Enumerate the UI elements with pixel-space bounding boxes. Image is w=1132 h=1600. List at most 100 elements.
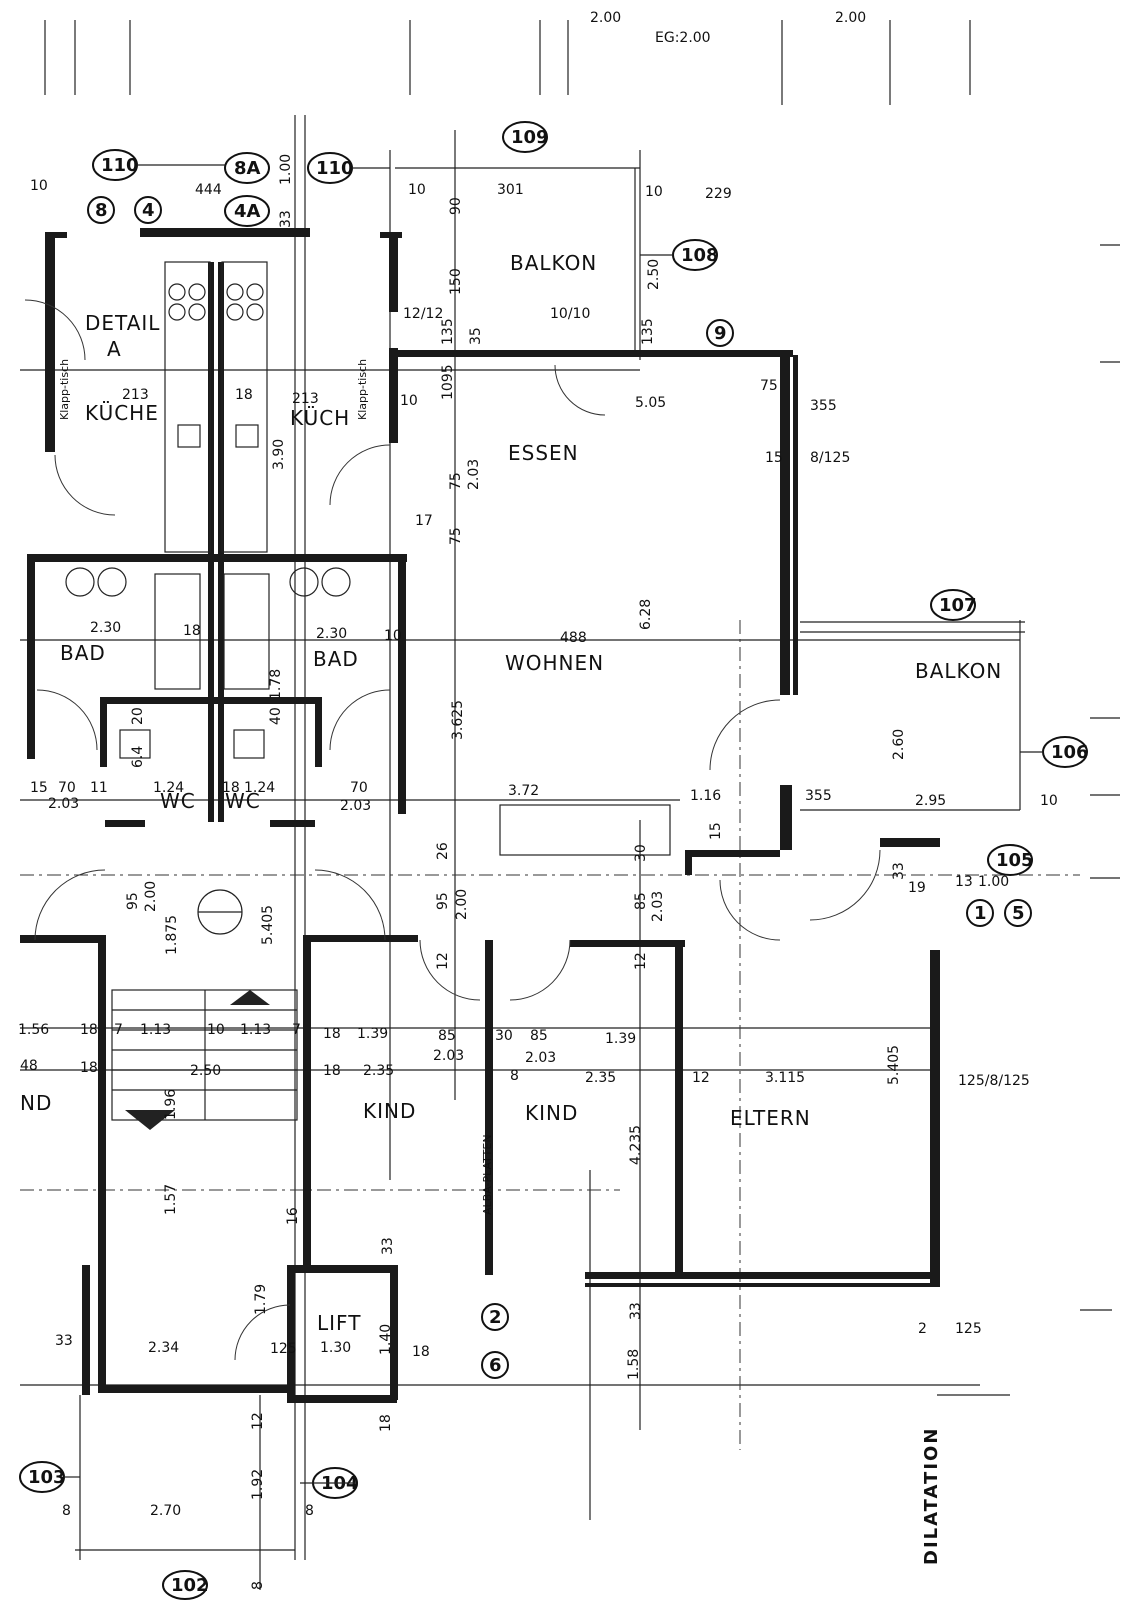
dim-text: 18 xyxy=(412,1344,430,1360)
dim-text: 2.03 xyxy=(48,796,79,812)
dim-text: 70 xyxy=(350,780,368,796)
dim-text: 8 xyxy=(510,1068,519,1084)
room-bad-right: BAD xyxy=(313,647,359,671)
dim-text: 85 xyxy=(438,1028,456,1044)
svg-text:107: 107 xyxy=(939,595,977,616)
walls xyxy=(20,167,1025,1403)
dim-text: 33 xyxy=(55,1333,73,1349)
dim-text: 1.00 xyxy=(278,154,294,185)
grid-bubble: 106 xyxy=(1042,736,1089,768)
dim-text: 10 xyxy=(30,178,48,194)
svg-text:8: 8 xyxy=(95,200,108,221)
dim-text: 2.03 xyxy=(525,1050,556,1066)
dim-text: 35 xyxy=(468,327,484,345)
dim-text: 33 xyxy=(278,210,294,228)
dim-text: 8/125 xyxy=(810,450,850,466)
dim-text: 18 xyxy=(80,1022,98,1038)
dim-text: 3.72 xyxy=(508,783,539,799)
dim-text: 30 xyxy=(633,844,649,862)
dim-text: 229 xyxy=(705,186,732,202)
dim-text: 5.05 xyxy=(635,395,666,411)
room-kueche-right: KÜCH xyxy=(290,406,350,430)
room-lift: LIFT xyxy=(317,1311,361,1335)
svg-text:102: 102 xyxy=(171,1575,209,1596)
dim-text: 3.90 xyxy=(271,439,287,470)
dim-text: 12 xyxy=(435,952,451,970)
dim-text: 7 xyxy=(292,1022,301,1038)
room-labels: BALKON ESSEN WOHNEN BALKON KÜCHE KÜCH DE… xyxy=(20,251,1001,1565)
room-eltern: ELTERN xyxy=(730,1106,811,1130)
dim-text: 2.70 xyxy=(150,1503,181,1519)
dimensions: 444 301 229 10 10 10 1.00 33 90 150 2.50… xyxy=(18,154,1058,1590)
svg-text:2: 2 xyxy=(489,1307,502,1328)
svg-text:110: 110 xyxy=(101,155,139,176)
dim-text: 1.56 xyxy=(18,1022,49,1038)
level-note: EG:2.00 xyxy=(655,30,711,46)
grid-bubble: 105 xyxy=(987,844,1034,876)
dim-text: 18 xyxy=(235,387,253,403)
svg-text:106: 106 xyxy=(1051,742,1089,763)
dim-text: 12 xyxy=(692,1070,710,1086)
dim-text: 301 xyxy=(497,182,524,198)
top-dim-left: 2.00 xyxy=(590,10,621,26)
grid-bubble: 110 xyxy=(92,149,139,181)
dim-text: 19 xyxy=(908,880,926,896)
room-kind-left: KIND xyxy=(363,1099,416,1123)
door-swings xyxy=(24,299,881,1361)
svg-text:108: 108 xyxy=(681,245,719,266)
room-detail-sub: A xyxy=(107,337,122,361)
svg-text:109: 109 xyxy=(511,127,549,148)
dim-text: 1.00 xyxy=(978,874,1009,890)
room-wohnen: WOHNEN xyxy=(505,651,604,675)
room-essen: ESSEN xyxy=(508,441,579,465)
room-nd-partial: ND xyxy=(20,1091,52,1115)
dim-text: 6.28 xyxy=(638,599,654,630)
grid-bubble: 103 xyxy=(19,1461,66,1493)
dim-text: 1.16 xyxy=(690,788,721,804)
dim-text: 1.875 xyxy=(164,915,180,955)
dilatation-label: DILATATION xyxy=(921,1427,942,1565)
dim-text: 355 xyxy=(810,398,837,414)
dim-text: 6.4 xyxy=(130,746,146,768)
dim-text: 10 xyxy=(207,1022,225,1038)
grid-bubble: 108 xyxy=(672,239,719,271)
dim-text: 75 xyxy=(448,527,464,545)
dim-text: 26 xyxy=(435,842,451,860)
dim-text: 16 xyxy=(285,1207,301,1225)
dim-text: 8 xyxy=(305,1503,314,1519)
dim-text: 2.30 xyxy=(316,626,347,642)
dim-text: 135 xyxy=(640,318,656,345)
dim-text: 10 xyxy=(384,628,402,644)
dim-text: 2.35 xyxy=(363,1063,394,1079)
dim-text: 5.405 xyxy=(260,905,276,945)
grid-bubble: 109 xyxy=(502,121,549,153)
dim-text: 1.78 xyxy=(268,669,284,700)
dim-text: 2.50 xyxy=(646,259,662,290)
dim-text: 1.30 xyxy=(320,1340,351,1356)
svg-text:105: 105 xyxy=(996,850,1034,871)
dim-text: 1.57 xyxy=(163,1184,179,1215)
dim-text: 8 xyxy=(250,1581,266,1590)
dim-text: 75 xyxy=(760,378,778,394)
dim-text: 13 xyxy=(955,874,973,890)
room-detail: DETAIL xyxy=(85,311,160,335)
grid-bubble: 9 xyxy=(706,319,734,347)
svg-text:9: 9 xyxy=(714,323,727,344)
room-wc-right: WC xyxy=(225,789,261,813)
dim-text: 2.03 xyxy=(466,459,482,490)
dim-text: 10 xyxy=(1040,793,1058,809)
dim-text: 12 xyxy=(633,952,649,970)
room-kind-right: KIND xyxy=(525,1101,578,1125)
dim-text: 15 xyxy=(708,822,724,840)
dim-text: 33 xyxy=(628,1302,644,1320)
dim-text: 10 xyxy=(400,393,418,409)
dim-text: 1095 xyxy=(440,364,456,400)
dim-text: 2 xyxy=(918,1321,927,1337)
dim-text: 125/8/125 xyxy=(958,1073,1030,1089)
dim-text: 15 xyxy=(765,450,783,466)
svg-text:4A: 4A xyxy=(234,201,261,222)
dim-text: 95 xyxy=(125,892,141,910)
grid-bubble: 4A xyxy=(224,195,270,227)
grid-bubble: 4 xyxy=(134,196,162,224)
grid-bubbles: 110 8A 110 109 8 4 4A 108 9 107 106 105 … xyxy=(19,121,1089,1600)
